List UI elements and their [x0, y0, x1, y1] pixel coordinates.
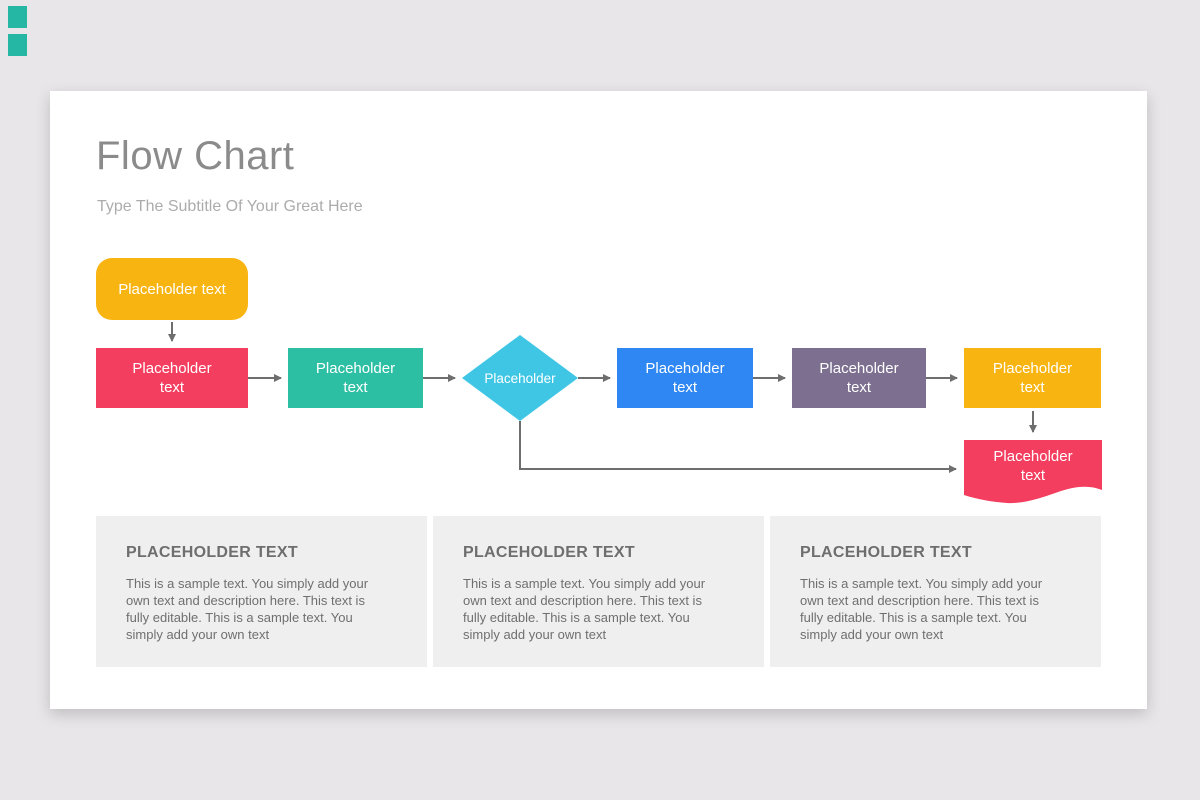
- page-title: Flow Chart: [96, 134, 295, 178]
- brand-square-icon: [8, 6, 27, 28]
- flow-node-start: Placeholder text: [96, 258, 248, 320]
- info-card-body: This is a sample text. You simply add yo…: [800, 576, 1043, 642]
- info-card-2: PLACEHOLDER TEXT This is a sample text. …: [433, 516, 764, 667]
- flow-node-end-label: Placeholder text: [993, 448, 1073, 484]
- info-card-3: PLACEHOLDER TEXT This is a sample text. …: [770, 516, 1101, 667]
- flow-node-step-2: Placeholder text: [288, 348, 423, 408]
- info-card-heading: PLACEHOLDER TEXT: [800, 544, 972, 561]
- info-card-1: PLACEHOLDER TEXT This is a sample text. …: [96, 516, 427, 667]
- flow-node-label: Placeholder text: [118, 280, 226, 298]
- info-card-heading: PLACEHOLDER TEXT: [463, 544, 635, 561]
- brand-square-icon: [8, 34, 27, 56]
- flow-node-label: Placeholder text: [132, 360, 212, 396]
- page-subtitle: Type The Subtitle Of Your Great Here: [97, 198, 363, 215]
- flow-node-end-wave: [964, 440, 1102, 504]
- flow-node-label: Placeholder text: [992, 360, 1073, 396]
- flow-node-label: Placeholder text: [819, 360, 899, 396]
- flow-node-label: Placeholder text: [315, 360, 396, 396]
- info-card-body: This is a sample text. You simply add yo…: [463, 576, 706, 642]
- flow-node-step-4: Placeholder text: [792, 348, 926, 408]
- flow-node-step-5: Placeholder text: [964, 348, 1101, 408]
- flow-node-step-3: Placeholder text: [617, 348, 753, 408]
- flow-node-step-1: Placeholder text: [96, 348, 248, 408]
- info-card-heading: PLACEHOLDER TEXT: [126, 544, 298, 561]
- flow-node-decision-label: Placeholder: [484, 370, 556, 386]
- flow-node-label: Placeholder text: [645, 360, 725, 396]
- info-card-body: This is a sample text. You simply add yo…: [126, 576, 369, 642]
